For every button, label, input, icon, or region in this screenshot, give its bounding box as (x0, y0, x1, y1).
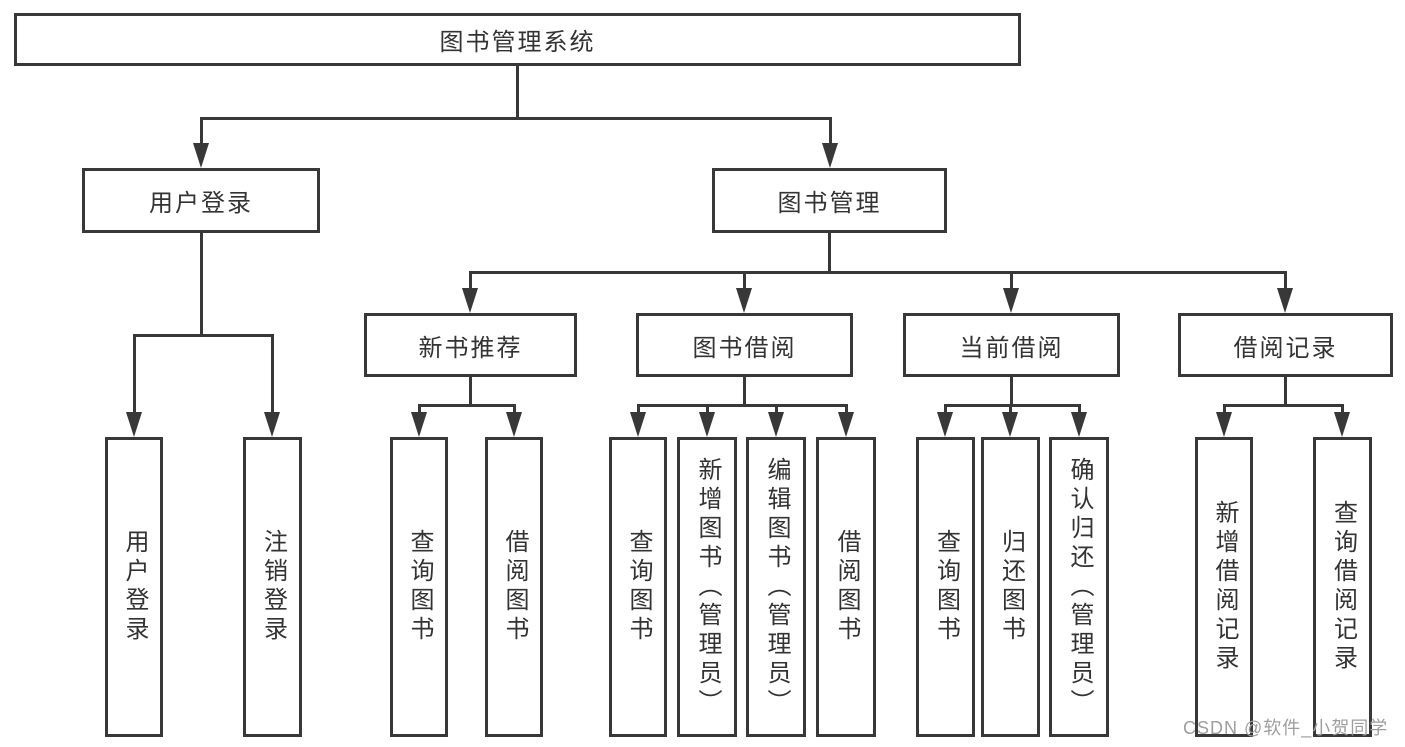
leaf-query-books-borrow: 查询图书 (609, 437, 667, 737)
leaf-add-borrow-record: 新增借阅记录 (1195, 437, 1253, 737)
arrowhead-cb-return (1002, 412, 1018, 437)
connector-arrow-stem-bb-add (706, 404, 709, 414)
leaf-query-books-rec: 查询图书 (390, 437, 448, 737)
arrowhead-book-mgmt (822, 143, 838, 168)
connector-book-mgmt-stem (828, 231, 831, 273)
connector-arrow-stem-rec-query (418, 404, 421, 414)
node-root-label: 图书管理系统 (439, 29, 596, 56)
connector-root-hline (200, 117, 832, 120)
leaf-add-book-admin: 新增图书（管理员） (677, 437, 737, 737)
connector-arrow-stem-leaf-logout (271, 334, 274, 414)
connector-arrow-stem-bb-borrow (845, 404, 848, 414)
leaf-user-login: 用户登录 (105, 437, 163, 737)
connector-arrow-stem-rec-borrow (513, 404, 516, 414)
connector-borrow-records-hline (1223, 404, 1343, 407)
leaf-query-books-current: 查询图书 (916, 437, 975, 737)
connector-arrow-stem-current-borrow (1010, 271, 1013, 290)
leaf-borrow-books-rec-label: 借阅图书 (501, 529, 528, 645)
node-book-mgmt: 图书管理 (712, 168, 947, 233)
node-user-login-label: 用户登录 (149, 190, 253, 217)
arrowhead-borrow-records (1277, 288, 1293, 313)
connector-current-borrow-hline (944, 404, 1080, 407)
csdn-watermark: CSDN @软件_小贺同学 (1183, 718, 1389, 738)
node-borrow-records: 借阅记录 (1178, 313, 1393, 377)
node-borrow-records-label: 借阅记录 (1233, 334, 1338, 362)
arrowhead-leaf-logout (264, 412, 280, 437)
arrowhead-current-borrow (1003, 288, 1019, 313)
node-new-book-rec-label: 新书推荐 (418, 334, 523, 362)
connector-root-stem (516, 64, 519, 119)
node-current-borrow-label: 当前借阅 (959, 334, 1064, 362)
arrowhead-bb-edit (768, 412, 784, 437)
connector-book-borrow-stem (743, 375, 746, 406)
node-book-borrow-label: 图书借阅 (692, 334, 797, 362)
arrowhead-bb-query (630, 412, 646, 437)
connector-new-book-rec-hline (418, 404, 516, 407)
arrowhead-br-add (1216, 412, 1232, 437)
connector-book-mgmt-hline (469, 271, 1287, 274)
connector-arrow-stem-br-query (1341, 404, 1344, 414)
leaf-return-books-label: 归还图书 (997, 529, 1025, 645)
leaf-add-borrow-record-label: 新增借阅记录 (1211, 500, 1238, 674)
node-root: 图书管理系统 (14, 13, 1021, 66)
leaf-query-borrow-record-label: 查询借阅记录 (1329, 500, 1357, 674)
arrowhead-user-login (193, 143, 209, 168)
arrowhead-bb-borrow (838, 412, 854, 437)
node-user-login: 用户登录 (82, 168, 320, 233)
connector-arrow-stem-br-add (1223, 404, 1226, 414)
connector-arrow-stem-bb-query (637, 404, 640, 414)
node-current-borrow: 当前借阅 (903, 313, 1120, 377)
leaf-return-books: 归还图书 (981, 437, 1040, 737)
connector-arrow-stem-leaf-login (133, 334, 136, 414)
connector-arrow-stem-borrow-records (1284, 271, 1287, 290)
connector-user-login-hline (133, 334, 274, 337)
connector-arrow-stem-new-book-rec (469, 271, 472, 290)
connector-arrow-stem-cb-return (1009, 404, 1012, 414)
arrowhead-cb-confirm (1071, 412, 1087, 437)
leaf-logout-label: 注销登录 (259, 529, 287, 645)
connector-arrow-stem-book-mgmt (829, 117, 832, 145)
arrowhead-br-query (1334, 412, 1350, 437)
arrowhead-new-book-rec (462, 288, 478, 313)
connector-arrow-stem-book-borrow (743, 271, 746, 290)
leaf-add-book-admin-label: 新增图书（管理员） (694, 456, 721, 718)
leaf-logout: 注销登录 (243, 437, 302, 737)
node-book-mgmt-label: 图书管理 (777, 190, 882, 217)
node-book-borrow: 图书借阅 (636, 313, 853, 377)
arrowhead-rec-borrow (506, 412, 522, 437)
connector-arrow-stem-cb-confirm (1078, 404, 1081, 414)
leaf-query-borrow-record: 查询借阅记录 (1313, 437, 1372, 737)
arrowhead-cb-query (937, 412, 953, 437)
connector-new-book-rec-stem (469, 375, 472, 406)
arrowhead-rec-query (411, 412, 427, 437)
leaf-query-books-current-label: 查询图书 (932, 529, 960, 645)
connector-arrow-stem-cb-query (944, 404, 947, 414)
leaf-query-books-rec-label: 查询图书 (406, 529, 433, 645)
leaf-confirm-return-admin: 确认归还（管理员） (1049, 437, 1109, 737)
leaf-borrow-books-rec: 借阅图书 (485, 437, 543, 737)
connector-borrow-records-stem (1284, 375, 1287, 406)
leaf-borrow-books-label: 借阅图书 (833, 529, 860, 645)
connector-arrow-stem-bb-edit (775, 404, 778, 414)
connector-arrow-stem-user-login (200, 117, 203, 145)
leaf-edit-book-admin: 编辑图书（管理员） (746, 437, 806, 737)
connector-user-login-stem (200, 231, 203, 336)
leaf-query-books-borrow-label: 查询图书 (625, 529, 652, 645)
connector-book-borrow-hline (637, 404, 847, 407)
arrowhead-book-borrow (736, 288, 752, 313)
node-new-book-rec: 新书推荐 (364, 313, 577, 377)
leaf-borrow-books: 借阅图书 (816, 437, 876, 737)
arrowhead-bb-add (699, 412, 715, 437)
leaf-confirm-return-admin-label: 确认归还（管理员） (1066, 456, 1093, 718)
connector-current-borrow-stem (1010, 375, 1013, 406)
arrowhead-leaf-login (126, 412, 142, 437)
leaf-edit-book-admin-label: 编辑图书（管理员） (763, 456, 790, 718)
leaf-user-login-label: 用户登录 (121, 529, 148, 645)
